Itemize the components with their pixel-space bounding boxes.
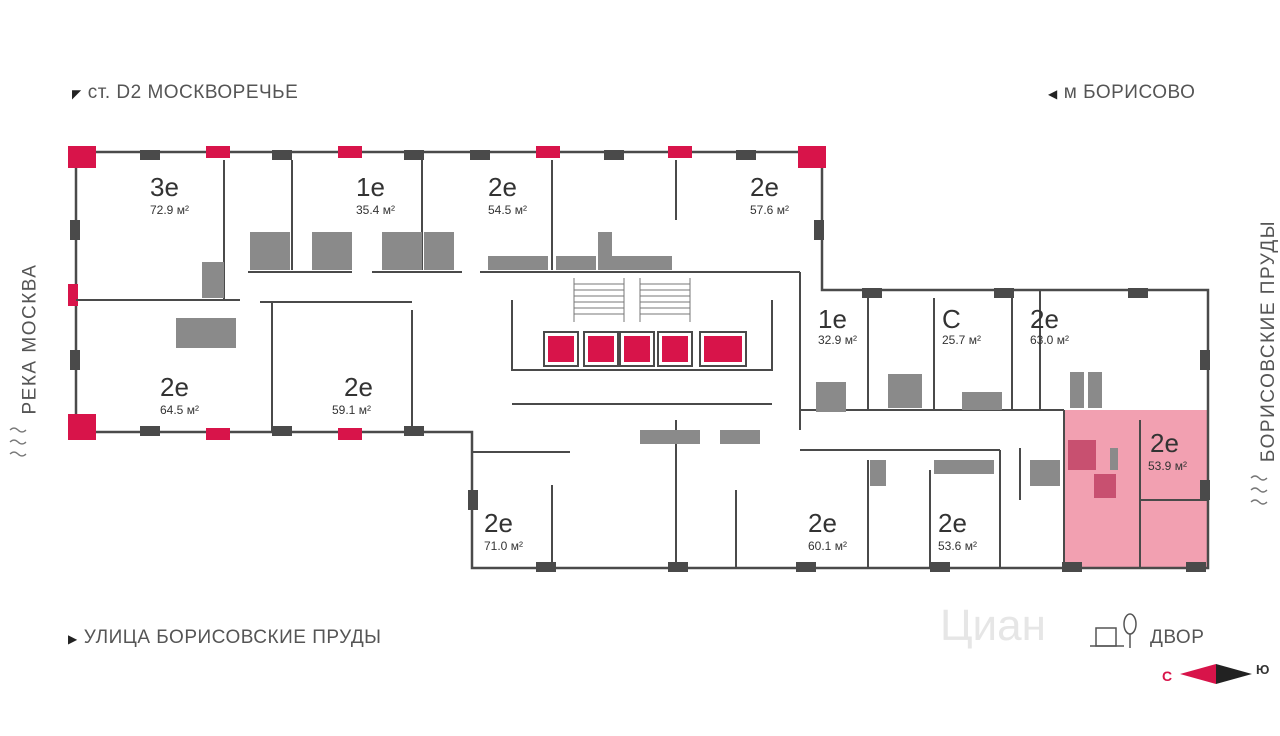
unit-type-label: 2е	[160, 372, 189, 402]
unit-type-label: 3е	[150, 172, 179, 202]
landmark-top-left-text: ст. D2 МОСКВОРЕЧЬЕ	[87, 82, 299, 103]
bathroom-highlight	[1068, 440, 1096, 470]
landmark-bottom-left: ▶ УЛИЦА БОРИСОВСКИЕ ПРУДЫ	[68, 627, 382, 649]
arrow-right-icon: ◤	[72, 87, 82, 101]
unit-type-label: 2е	[938, 508, 967, 538]
unit-type-label: 1е	[818, 304, 847, 334]
unit-type-label: 1е	[356, 172, 385, 202]
unit-type-label: С	[942, 304, 961, 334]
bathroom-highlight	[1094, 474, 1116, 498]
unit-type-label-selected: 2е	[1150, 428, 1179, 458]
unit-area-label: 57.6 м²	[750, 203, 789, 217]
unit-area-label-selected: 53.9 м²	[1148, 459, 1187, 473]
water-icon	[9, 427, 27, 457]
arrow-right-icon: ▶	[68, 632, 78, 646]
unit-area-label: 63.0 м²	[1030, 333, 1069, 347]
landmark-bottom-right: ДВОР	[1150, 627, 1204, 649]
water-icon	[1250, 475, 1268, 505]
landmark-top-right-text: м БОРИСОВО	[1063, 82, 1196, 103]
courtyard-icon	[1090, 613, 1137, 648]
unit-type-label: 2е	[484, 508, 513, 538]
unit-type-label: 2е	[808, 508, 837, 538]
unit-area-label: 60.1 м²	[808, 539, 847, 553]
unit-area-label: 72.9 м²	[150, 203, 189, 217]
unit-type-label: 2е	[344, 372, 373, 402]
unit-type-label: 2е	[750, 172, 779, 202]
unit-area-label: 25.7 м²	[942, 333, 981, 347]
elevators	[543, 331, 747, 367]
unit-area-label: 71.0 м²	[484, 539, 523, 553]
bathroom-fixtures	[176, 232, 1118, 486]
watermark: Циан	[940, 601, 1046, 650]
landmark-top-right: ◀ м БОРИСОВО	[1048, 82, 1195, 104]
compass-south-label: С	[1162, 668, 1172, 684]
unit-type-label: 2е	[488, 172, 517, 202]
landmark-bottom-left-text: УЛИЦА БОРИСОВСКИЕ ПРУДЫ	[83, 627, 382, 648]
compass-north-label: Ю	[1256, 662, 1269, 677]
red-columns	[68, 146, 826, 440]
stairs	[573, 278, 691, 322]
columns	[70, 150, 1210, 572]
unit-area-label: 35.4 м²	[356, 203, 395, 217]
unit-area-label: 53.6 м²	[938, 539, 977, 553]
apartment-highlight[interactable]	[1064, 410, 1209, 568]
unit-area-label: 54.5 м²	[488, 203, 527, 217]
unit-area-label: 64.5 м²	[160, 403, 199, 417]
arrow-left-icon: ◀	[1048, 87, 1058, 101]
interior-walls	[76, 160, 1208, 568]
compass-icon: С Ю	[1162, 662, 1269, 684]
landmark-bottom-right-text: ДВОР	[1150, 627, 1205, 648]
unit-type-label: 2е	[1030, 304, 1059, 334]
unit-area-label: 59.1 м²	[332, 403, 371, 417]
unit-labels: 3е 72.9 м² 1е 35.4 м² 2е 54.5 м² 2е 57.6…	[150, 172, 1187, 553]
landmark-top-left: ◤ ст. D2 МОСКВОРЕЧЬЕ	[72, 82, 298, 104]
unit-area-label: 32.9 м²	[818, 333, 857, 347]
